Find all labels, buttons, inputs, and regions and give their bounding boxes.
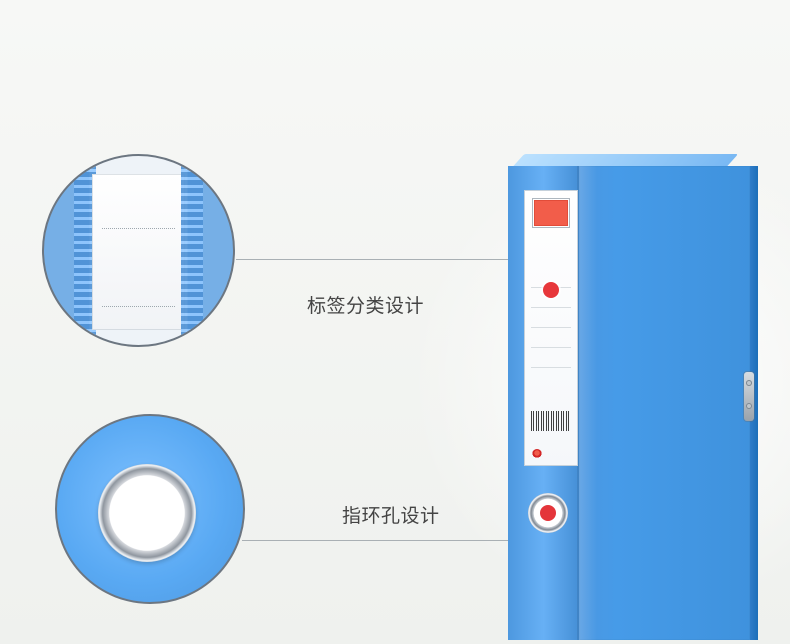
label-design-text: 标签分类设计: [307, 295, 425, 317]
label-callout-line: [236, 259, 540, 260]
red-label-tab: [534, 200, 568, 226]
brand-logo-icon: [532, 449, 542, 459]
red-tab-frame: [532, 198, 570, 228]
spine-label-window: [524, 190, 578, 466]
ring-design-text: 指环孔设计: [342, 505, 440, 527]
ring-highlight-dot: [540, 505, 556, 521]
finger-ring-detail-magnifier: [55, 414, 245, 604]
metal-ring-icon: [98, 464, 196, 562]
ring-callout-line: [242, 540, 537, 541]
label-card-detail: [92, 174, 185, 330]
file-box-side: [579, 166, 750, 640]
barcode-icon: [531, 411, 571, 431]
file-box: [500, 154, 758, 641]
file-box-edge: [750, 166, 758, 640]
left-ribbed-edge: [74, 156, 96, 345]
metal-clasp-icon: [744, 372, 754, 421]
right-ribbed-edge: [181, 156, 203, 345]
label-highlight-dot: [543, 282, 559, 298]
label-detail-magnifier: [42, 154, 235, 347]
file-box-spine: [508, 166, 579, 640]
